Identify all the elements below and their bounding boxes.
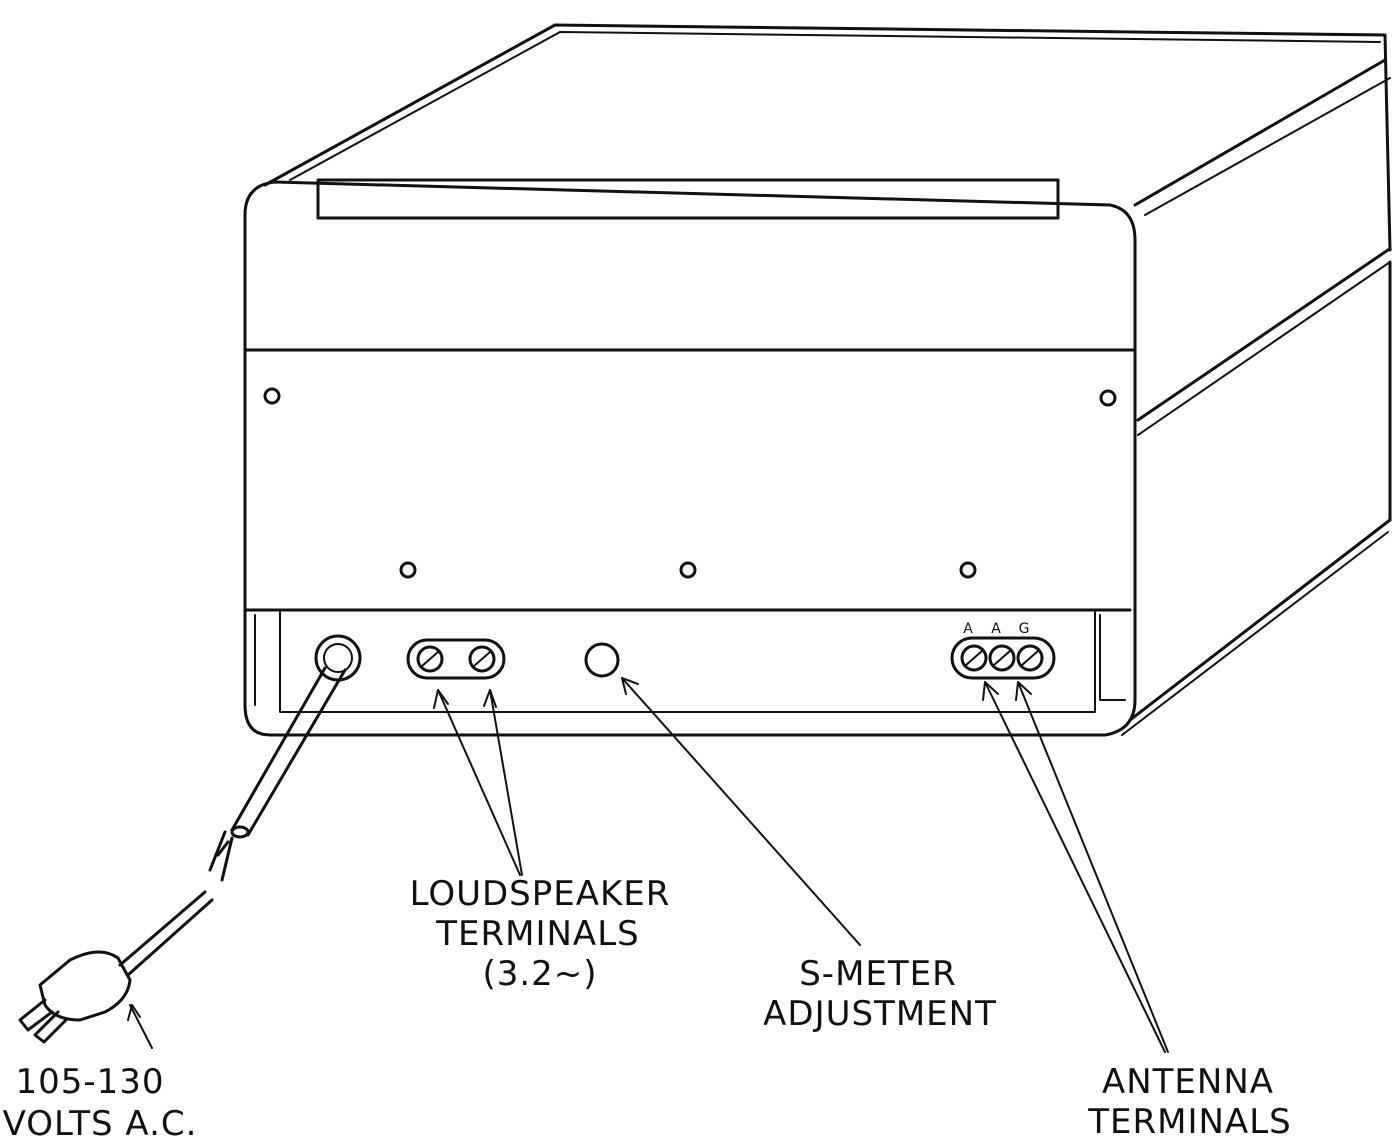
screw-hole: [1099, 389, 1117, 407]
cabinet-right-side: [1121, 33, 1392, 736]
smeter-label-line1: S-METER: [799, 954, 957, 994]
speaker-terminal-screw: [468, 645, 496, 673]
antenna-terminal-mark: A: [963, 621, 973, 637]
power-label: 105-130 VOLTS A.C.: [3, 1062, 198, 1143]
antenna-label: ANTENNA TERMINALS: [1087, 1062, 1291, 1142]
ground-terminal-mark: G: [1019, 621, 1030, 637]
antenna-label-line2: TERMINALS: [1087, 1102, 1291, 1142]
smeter-label-line2: ADJUSTMENT: [763, 994, 997, 1034]
smeter-label: S-METER ADJUSTMENT: [763, 954, 997, 1034]
rear-panel: [243, 178, 1137, 737]
antenna-terminal-screw: [988, 644, 1016, 672]
loudspeaker-terminal-block: [406, 638, 523, 876]
power-label-line2: VOLTS A.C.: [3, 1104, 198, 1143]
plug-body: [38, 950, 132, 1022]
power-cord: [18, 634, 362, 1049]
antenna-terminal-block: A A G: [950, 621, 1169, 1053]
s-meter-adjustment: [584, 642, 861, 946]
loudspeaker-label-line3: (3.2~): [482, 954, 597, 994]
antenna-terminal-mark: A: [991, 621, 1001, 637]
loudspeaker-label-line2: TERMINALS: [435, 914, 639, 954]
speaker-terminal-screw: [416, 645, 444, 673]
screw-hole: [399, 561, 417, 579]
loudspeaker-label-line1: LOUDSPEAKER: [410, 874, 671, 914]
power-label-line1: 105-130: [15, 1062, 164, 1102]
screw-hole: [959, 561, 977, 579]
screw-hole: [679, 561, 697, 579]
antenna-terminal-screw: [960, 644, 988, 672]
loudspeaker-label: LOUDSPEAKER TERMINALS (3.2~): [410, 874, 671, 994]
antenna-label-line1: ANTENNA: [1102, 1062, 1274, 1102]
cabinet-top: [263, 23, 1391, 216]
ground-terminal-screw: [1016, 644, 1044, 672]
screw-hole: [263, 387, 281, 405]
top-ventilation-slot: [316, 178, 1060, 220]
mounting-screws: [263, 387, 1117, 579]
connector-strip-recess: [279, 609, 1096, 713]
